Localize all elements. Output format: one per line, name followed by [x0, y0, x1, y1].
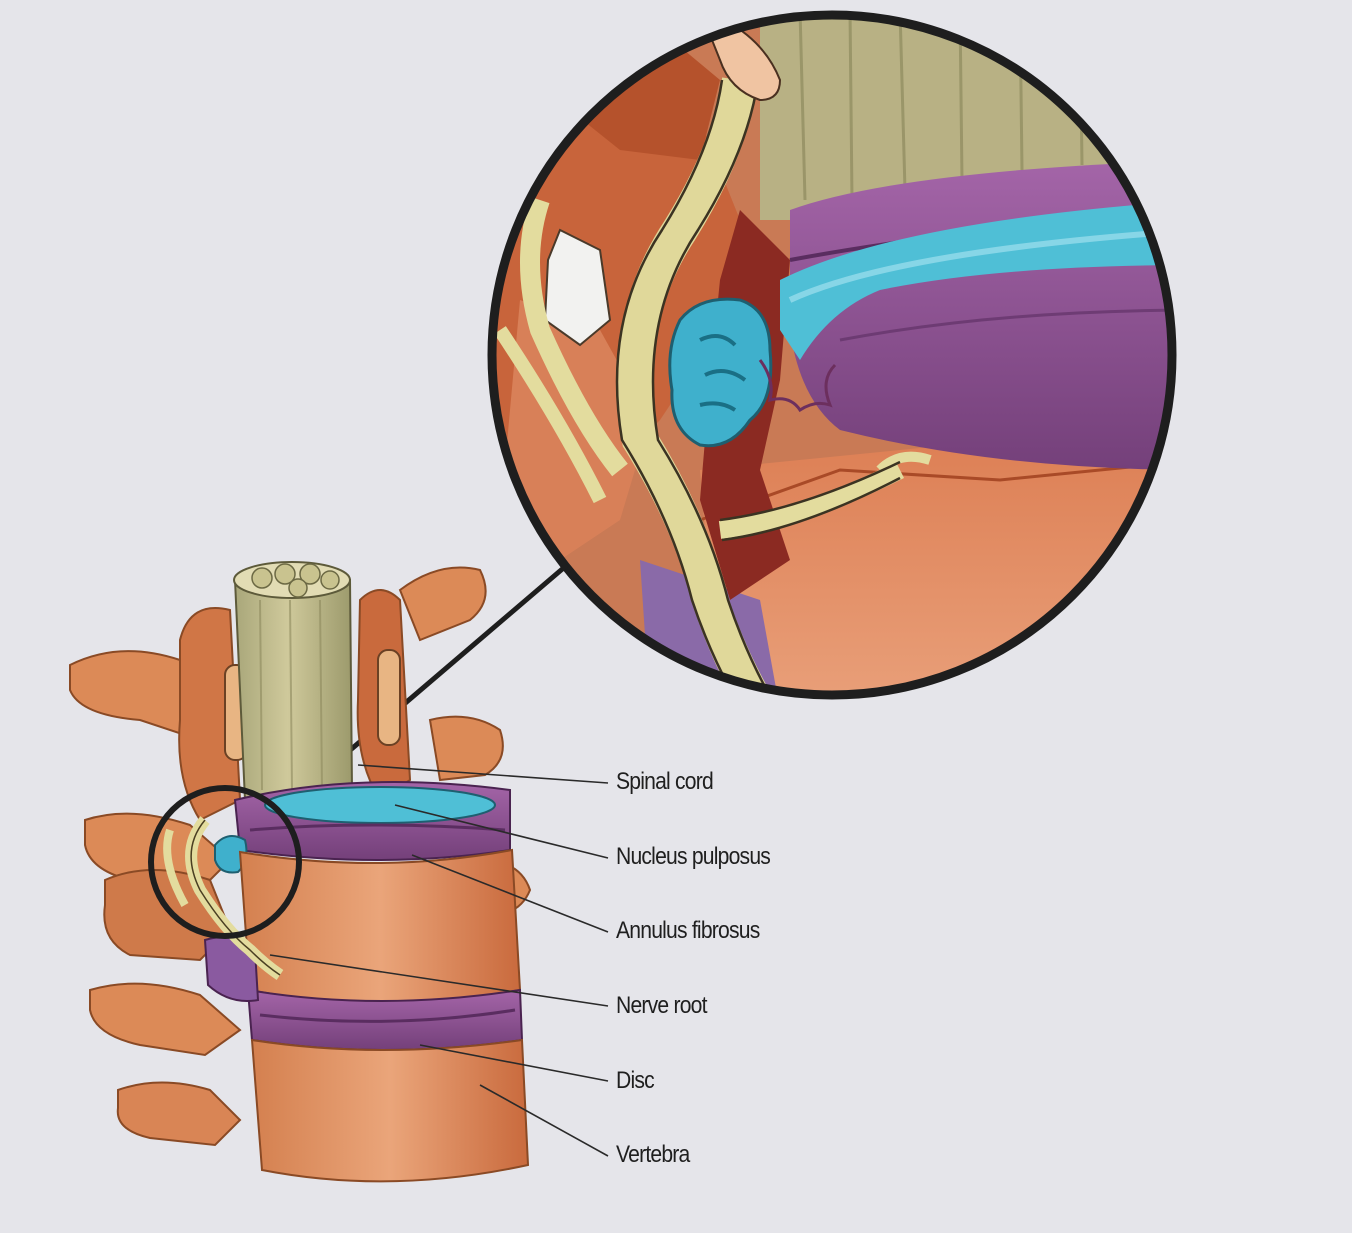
label-vertebra: Vertebra — [616, 1141, 690, 1169]
label-nerve-root: Nerve root — [616, 992, 707, 1020]
label-spinal-cord: Spinal cord — [616, 768, 713, 796]
label-nucleus-pulposus: Nucleus pulposus — [616, 843, 770, 871]
label-annulus-fibrosus: Annulus fibrosus — [616, 917, 759, 945]
label-disc: Disc — [616, 1067, 654, 1095]
magnified-view — [480, 10, 1200, 710]
